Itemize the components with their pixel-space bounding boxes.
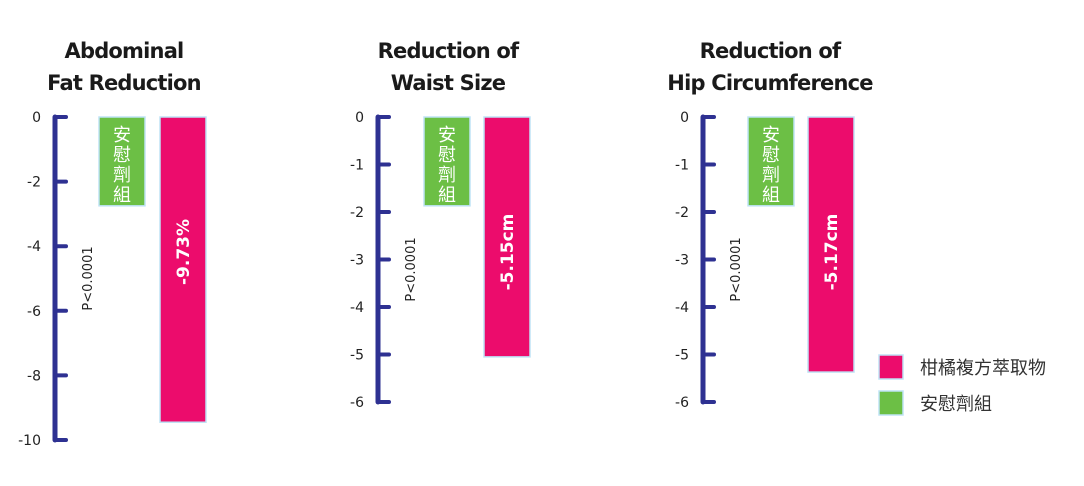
y-tick-label: -6: [27, 304, 41, 320]
y-tick-label: -4: [675, 300, 689, 316]
chart-panel-2: Reduction of Waist Size 0 -1 -2 -3 -4 -5 -6 P<0.0…: [350, 39, 531, 411]
bar-label-placebo-char: 組: [762, 185, 780, 206]
bar-label-placebo-char: 劑: [438, 165, 456, 186]
bar-label-placebo-char: 組: [113, 185, 131, 206]
bar-treatment: [807, 116, 855, 373]
p-value-label: P<0.0001: [404, 237, 419, 301]
y-tick-label: -6: [675, 395, 689, 411]
y-tick-label: -2: [27, 175, 41, 191]
bar-placebo: [98, 116, 146, 207]
bar-label-placebo-char: 慰: [113, 145, 131, 166]
bar-label-placebo-char: 組: [438, 185, 456, 206]
bar-label-placebo-char: 安: [113, 125, 131, 146]
chart-title-line: Abdominal: [65, 39, 184, 63]
bar-label-placebo-char: 安: [762, 125, 780, 146]
y-tick-label: -8: [27, 368, 41, 384]
bar-label-placebo-char: 劑: [113, 165, 131, 186]
bar-treatment: [483, 116, 531, 358]
y-tick-label: 0: [355, 110, 364, 126]
chart-title-line: Reduction of: [700, 39, 842, 63]
p-value-label: P<0.0001: [729, 237, 744, 301]
y-tick-label: -2: [350, 205, 364, 221]
legend-swatch-treatment: [878, 354, 904, 380]
y-tick-label: -3: [675, 253, 689, 269]
y-tick-label: -1: [350, 158, 364, 174]
chart-title-line: Reduction of: [378, 39, 520, 63]
y-tick-label: -2: [675, 205, 689, 221]
y-tick-label: 0: [32, 110, 41, 126]
bar-label-placebo-char: 劑: [762, 165, 780, 186]
chart-title-line: Waist Size: [391, 71, 506, 95]
y-tick-label: -5: [675, 348, 689, 364]
legend-swatch-placebo: [878, 390, 904, 416]
chart-panel-3: Reduction of Hip Circumference 0 -1 -2 -3 -4 -5…: [667, 39, 874, 411]
chart-title-line: Hip Circumference: [667, 71, 873, 95]
y-tick-label: 0: [680, 110, 689, 126]
bar-label-placebo-char: 慰: [438, 145, 456, 166]
legend-label-placebo: 安慰劑組: [920, 394, 992, 415]
y-tick-label: -5: [350, 348, 364, 364]
y-tick-label: -6: [350, 395, 364, 411]
bar-label-treatment: -5.17cm: [822, 214, 842, 291]
p-value-label: P<0.0001: [81, 246, 96, 310]
y-tick-label: -10: [18, 433, 41, 449]
chart-title-line: Fat Reduction: [47, 71, 201, 95]
y-tick-label: -1: [675, 158, 689, 174]
legend-label-treatment: 柑橘複方萃取物: [920, 358, 1046, 379]
bar-placebo: [423, 116, 471, 207]
y-tick-label: -3: [350, 253, 364, 269]
y-tick-label: -4: [27, 239, 41, 255]
y-tick-label: -4: [350, 300, 364, 316]
bar-treatment: [159, 116, 207, 423]
bar-placebo: [747, 116, 795, 207]
bar-label-placebo-char: 慰: [762, 145, 780, 166]
bar-label-placebo-char: 安: [438, 125, 456, 146]
bar-label-treatment: -9.73%: [174, 219, 194, 285]
bar-label-treatment: -5.15cm: [498, 214, 518, 291]
